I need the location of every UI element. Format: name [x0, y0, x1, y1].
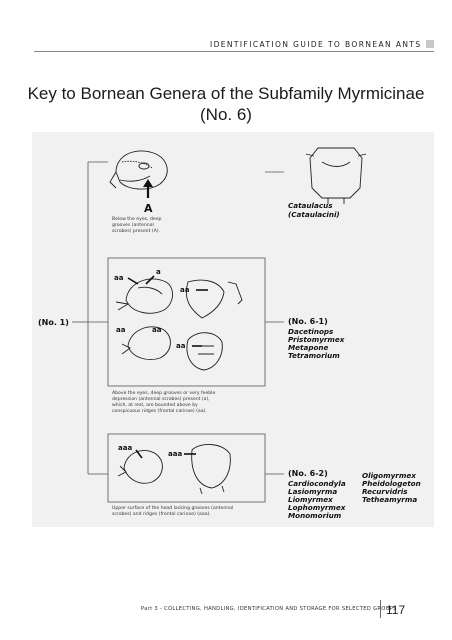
marker-aaa-2: aaa	[168, 450, 182, 458]
genus-lasiomyrma: Lasiomyrma	[288, 487, 337, 496]
genus-dacetinops: Dacetinops	[288, 327, 334, 336]
panel2-head-drawings	[115, 278, 243, 371]
genus-metapone: Metapone	[288, 343, 329, 352]
panel3-caption-line2: scrobes) and ridges (frontal carinae) (a…	[112, 511, 211, 517]
head-profile-drawing	[109, 150, 168, 190]
page-number: 117	[386, 603, 406, 617]
genus-oligomyrmex: Oligomyrmex	[362, 471, 416, 480]
result-no-6-2: (No. 6-2)	[288, 469, 328, 478]
page-title: Key to Bornean Genera of the Subfamily M…	[0, 83, 452, 125]
running-header: IDENTIFICATION GUIDE TO BORNEAN ANTS	[210, 40, 422, 49]
marker-aa-3: aa	[116, 326, 126, 334]
genus-monomorium: Monomorium	[288, 511, 342, 520]
marker-aa-5: aa	[176, 342, 186, 350]
arrow-a-small	[145, 275, 155, 285]
arrow-aa-1	[127, 277, 139, 285]
footer-rule	[380, 600, 381, 618]
genus-recurvidris: Recurvidris	[362, 487, 408, 496]
panel3-head-drawings	[117, 444, 231, 495]
panel3-caption-line1: Upper surface of the head lacking groove…	[112, 505, 233, 511]
cataulacus-head-drawing	[305, 147, 367, 204]
page-title-line1: Key to Bornean Genera of the Subfamily M…	[27, 84, 425, 103]
panel-3-no-scrobes: aaa aaa Upper surface of the head lackin…	[112, 444, 421, 520]
genus-liomyrmex: Liomyrmex	[288, 495, 333, 504]
panel1-caption-line2: grooves (antennal	[112, 222, 154, 228]
genus-tetheamyrma: Tetheamyrma	[362, 495, 417, 504]
result-cataulacini: (Cataulacini)	[288, 210, 340, 219]
arrow-aaa-1	[135, 449, 143, 459]
genus-cardiocondyla: Cardiocondyla	[288, 479, 346, 488]
panel2-caption-line3: which, at rest, are bounded above by	[112, 402, 198, 408]
panel-2-scrobes: aa a aa aa aa aa Above the eyes, deep gr…	[112, 268, 345, 414]
panel1-caption-line3: scrobes) present (A).	[112, 228, 160, 234]
marker-aa-2: aa	[180, 286, 190, 294]
marker-A: A	[144, 202, 153, 215]
page-title-line2: (No. 6)	[200, 105, 252, 124]
key-connector-lines	[72, 161, 284, 475]
genus-tetramorium: Tetramorium	[288, 351, 340, 360]
genus-pristomyrmex: Pristomyrmex	[288, 335, 345, 344]
panel2-caption-line2: depression (antennal scrobes) present (a…	[112, 396, 210, 402]
result-no-6-1: (No. 6-1)	[288, 317, 328, 326]
panel2-caption-line4: conspicuous ridges (frontal carinae) (aa…	[112, 408, 207, 414]
genus-lophomyrmex: Lophomyrmex	[288, 503, 346, 512]
marker-aaa-1: aaa	[118, 444, 132, 452]
genus-pheidologeton: Pheidologeton	[362, 479, 421, 488]
panel-2-frame	[107, 257, 266, 387]
result-cataulacus: Cataulacus	[288, 201, 333, 210]
panel-1-cataulacus: A Below the eyes, deep grooves (antennal…	[109, 147, 367, 234]
key-figure: A Below the eyes, deep grooves (antennal…	[32, 132, 434, 527]
panel2-caption-line1: Above the eyes, deep grooves or very fee…	[112, 390, 215, 396]
marker-aa-4: aa	[152, 326, 162, 334]
marker-aa-1: aa	[114, 274, 124, 282]
footer-text: Part 3 - COLLECTING, HANDLING, IDENTIFIC…	[141, 606, 397, 612]
arrow-a	[143, 179, 153, 198]
header-rule	[34, 51, 434, 52]
start-label-no-1: (No. 1)	[38, 318, 69, 327]
panel-3-frame	[107, 433, 266, 503]
panel1-caption-line1: Below the eyes, deep	[112, 216, 162, 222]
marker-a: a	[156, 268, 161, 276]
header-square-ornament	[426, 40, 434, 48]
